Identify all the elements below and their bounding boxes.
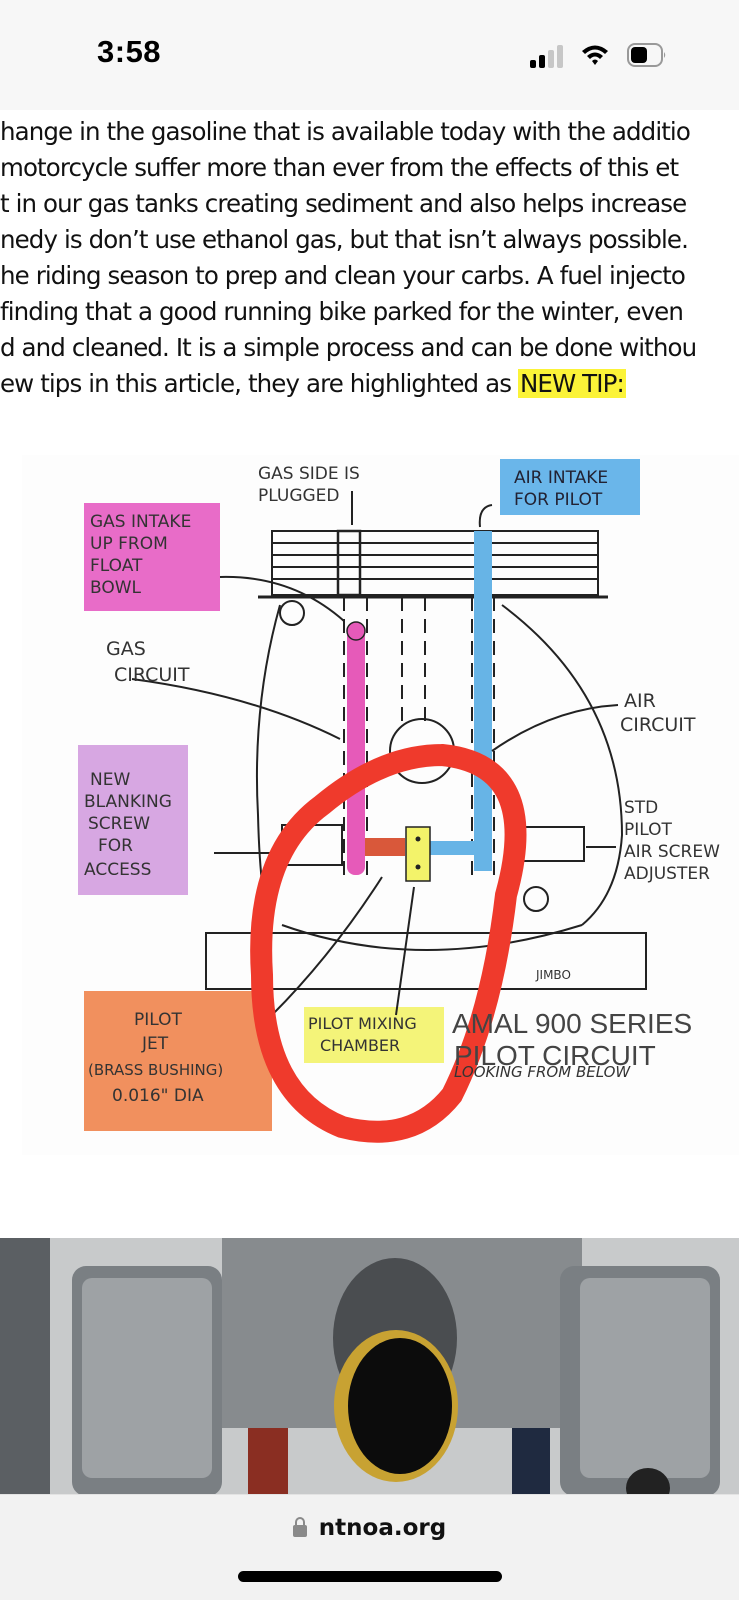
article-line-text: ew tips in this article, they are highli… (0, 369, 518, 398)
svg-text:0.016" DIA: 0.016" DIA (112, 1086, 204, 1106)
svg-text:(BRASS BUSHING): (BRASS BUSHING) (88, 1061, 223, 1079)
blanking-screw-box (78, 745, 188, 895)
url-text[interactable]: ntnoa.org (318, 1515, 447, 1541)
article-line: finding that a good running bike parked … (0, 297, 684, 326)
status-bar: 3:58 (0, 0, 739, 110)
pilot-jet-box (84, 991, 272, 1131)
air-intake-box (500, 459, 640, 515)
article-line: t in our gas tanks creating sediment and… (0, 189, 687, 218)
red-circle-annotation (250, 744, 527, 1143)
battery-icon (627, 42, 667, 68)
cellular-signal-icon (530, 44, 566, 68)
svg-text:AIR: AIR (624, 690, 656, 712)
svg-text:PILOT CIRCUIT: PILOT CIRCUIT (454, 1040, 656, 1071)
article-line-last: ew tips in this article, they are highli… (0, 366, 626, 402)
svg-text:AIR INTAKE: AIR INTAKE (514, 468, 608, 488)
gas-side-label: GAS SIDE IS (258, 464, 360, 484)
new-tip-highlight: NEW TIP: (517, 369, 626, 398)
gas-intake-box (84, 503, 220, 611)
svg-text:CIRCUIT: CIRCUIT (620, 714, 696, 736)
svg-text:JIMBO: JIMBO (535, 968, 571, 982)
home-indicator[interactable] (238, 1571, 502, 1582)
svg-text:BLANKING: BLANKING (84, 792, 172, 812)
svg-text:FOR: FOR (98, 836, 133, 856)
wifi-icon (580, 42, 610, 68)
address-bar[interactable]: ntnoa.org (0, 1515, 739, 1541)
article-line: nedy is don’t use ethanol gas, but that … (0, 225, 689, 254)
carburetor-diagram: GAS SIDE IS PLUGGED AIR INTAKE FOR PILOT… (22, 455, 739, 1155)
svg-text:JET: JET (141, 1034, 169, 1054)
article-line: d and cleaned. It is a simple process an… (0, 333, 697, 362)
svg-text:FOR PILOT: FOR PILOT (514, 490, 603, 510)
article-text: hange in the gasoline that is available … (0, 112, 739, 432)
svg-text:ACCESS: ACCESS (84, 860, 151, 880)
svg-text:PLUGGED: PLUGGED (258, 486, 340, 506)
article-line: motorcycle suffer more than ever from th… (0, 153, 679, 182)
svg-text:CIRCUIT: CIRCUIT (114, 664, 190, 686)
svg-text:UP FROM: UP FROM (90, 534, 168, 554)
diagram-title: AMAL 900 SERIES (452, 1008, 692, 1039)
status-time: 3:58 (97, 34, 162, 69)
svg-text:BOWL: BOWL (90, 578, 142, 598)
svg-text:LOOKING FROM BELOW: LOOKING FROM BELOW (454, 1063, 631, 1081)
svg-text:NEW: NEW (90, 770, 130, 790)
svg-text:CHAMBER: CHAMBER (320, 1036, 400, 1055)
carburetor-photo (0, 1238, 739, 1494)
svg-text:SCREW: SCREW (88, 814, 150, 834)
svg-text:GAS INTAKE: GAS INTAKE (90, 512, 191, 532)
svg-text:GAS: GAS (106, 638, 146, 660)
article-line: he riding season to prep and clean your … (0, 261, 686, 290)
browser-bottom-bar: ntnoa.org (0, 1494, 739, 1600)
svg-text:FLOAT: FLOAT (90, 556, 143, 576)
svg-text:AIR SCREW: AIR SCREW (624, 842, 720, 862)
svg-text:PILOT: PILOT (624, 820, 673, 840)
mixing-chamber-box (304, 1007, 444, 1063)
svg-text:PILOT MIXING: PILOT MIXING (308, 1014, 417, 1033)
svg-text:PILOT: PILOT (134, 1010, 183, 1030)
article-line: hange in the gasoline that is available … (0, 117, 691, 146)
svg-text:STD: STD (624, 798, 658, 818)
lock-icon (292, 1517, 307, 1537)
svg-text:ADJUSTER: ADJUSTER (624, 864, 710, 884)
